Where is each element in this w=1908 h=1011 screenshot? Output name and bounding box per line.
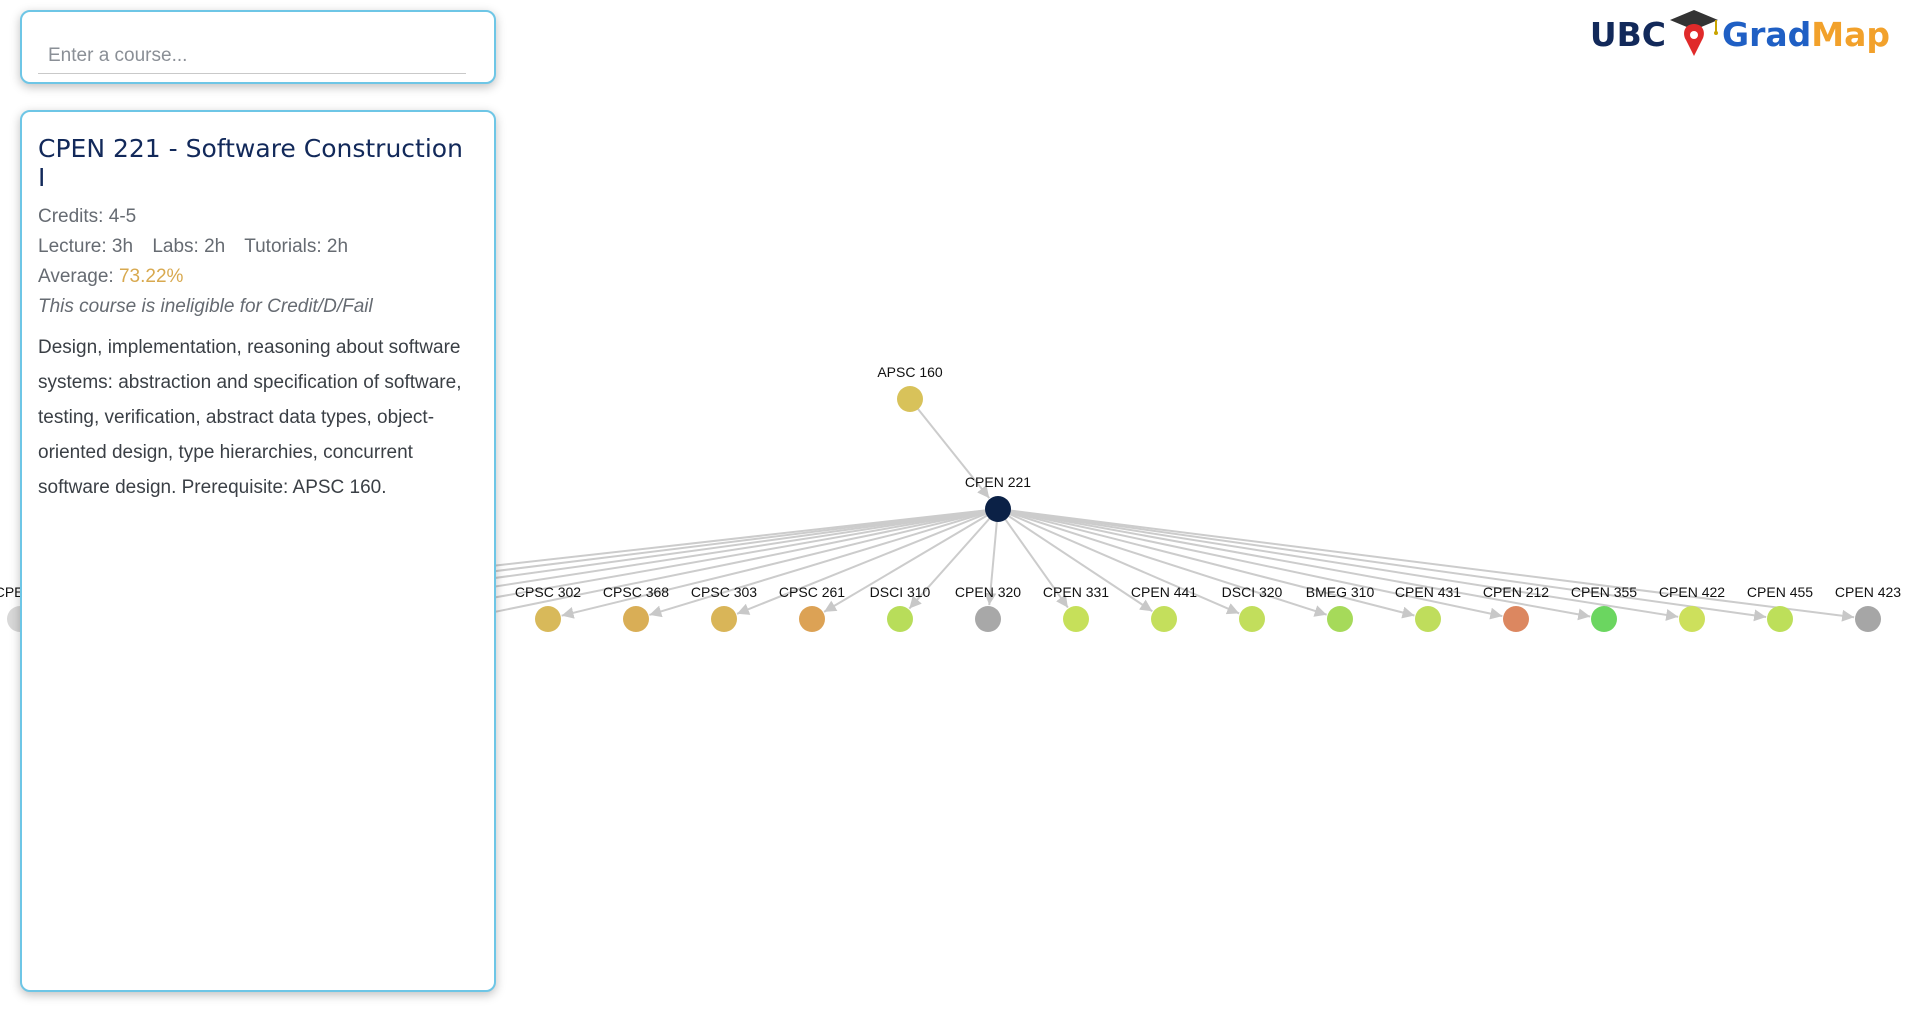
node-cpen-422-circle[interactable] <box>1679 606 1705 632</box>
node-cpsc-261-label: CPSC 261 <box>779 584 845 600</box>
edge-selected-to-cpen-455 <box>997 508 1767 622</box>
course-title: CPEN 221 - Software Construction I <box>38 134 463 192</box>
node-cpen-455-circle[interactable] <box>1767 606 1793 632</box>
node-apsc-160-label: APSC 160 <box>877 364 943 380</box>
node-bmeg-310-circle[interactable] <box>1327 606 1353 632</box>
node-dsci-320[interactable]: DSCI 320 <box>1222 584 1283 632</box>
node-cpsc-261-circle[interactable] <box>799 606 825 632</box>
average-label: Average: <box>38 266 114 287</box>
edge-selected-to-dsci-310 <box>908 508 999 610</box>
node-cpen-431[interactable]: CPEN 431 <box>1395 584 1461 632</box>
graduation-cap-map-pin-icon <box>1670 10 1718 56</box>
node-cpen-441[interactable]: CPEN 441 <box>1131 584 1197 632</box>
node-apsc-160-circle[interactable] <box>897 386 923 412</box>
course-description: Design, implementation, reasoning about … <box>38 337 462 498</box>
node-dsci-310-label: DSCI 310 <box>870 584 931 600</box>
node-cpsc-261[interactable]: CPSC 261 <box>779 584 845 632</box>
node-cpen-331[interactable]: CPEN 331 <box>1043 584 1109 632</box>
node-cpen-431-circle[interactable] <box>1415 606 1441 632</box>
course-average: Average: 73.22% <box>38 262 478 292</box>
credits-label: Credits: <box>38 206 104 227</box>
edge-selected-to-cpen-212 <box>997 508 1503 620</box>
node-apsc-160[interactable]: APSC 160 <box>877 364 943 412</box>
lecture-hours: Lecture: 3h <box>38 236 134 257</box>
node-cpsc-368-circle[interactable] <box>623 606 649 632</box>
node-dsci-320-label: DSCI 320 <box>1222 584 1283 600</box>
edge-selected-to-cpen-422 <box>997 508 1679 621</box>
edge-selected-to-cpen-441 <box>997 508 1153 613</box>
course-hours: Lecture: 3h Labs: 2h Tutorials: 2h <box>38 232 478 262</box>
edge-selected-to-cpsc-368 <box>649 508 999 618</box>
node-cpen-422-label: CPEN 422 <box>1659 584 1725 600</box>
tutorial-hours: Tutorials: 2h <box>244 236 349 257</box>
node-cpen-431-label: CPEN 431 <box>1395 584 1461 600</box>
node-cpsc-368-label: CPSC 368 <box>603 584 669 600</box>
node-cpsc-368[interactable]: CPSC 368 <box>603 584 669 632</box>
edge-selected-to-cpen-331 <box>997 508 1069 609</box>
node-cpsc-302-circle[interactable] <box>535 606 561 632</box>
node-dsci-310[interactable]: DSCI 310 <box>870 584 931 632</box>
credits-value: 4-5 <box>108 206 137 227</box>
node-cpen-355-circle[interactable] <box>1591 606 1617 632</box>
node-selected-course-circle[interactable] <box>985 496 1011 522</box>
node-selected-course-label: CPEN 221 <box>965 474 1031 490</box>
edge-selected-to-cpen-423 <box>997 508 1855 622</box>
logo-text-map: Map <box>1811 14 1890 54</box>
node-cpen-422[interactable]: CPEN 422 <box>1659 584 1725 632</box>
edge-selected-to-dsci-320 <box>997 508 1240 615</box>
credit-fail-note: This course is ineligible for Credit/D/F… <box>38 296 373 317</box>
node-bmeg-310-label: BMEG 310 <box>1306 584 1375 600</box>
edge-selected-to-cpen-355 <box>997 508 1591 621</box>
edge-apsc-160-to-selected <box>909 398 991 499</box>
edge-selected-to-bmeg-310 <box>997 508 1327 617</box>
node-cpen-212-label: CPEN 212 <box>1483 584 1549 600</box>
node-cpsc-302[interactable]: CPSC 302 <box>515 584 581 632</box>
node-cpsc-303[interactable]: CPSC 303 <box>691 584 757 632</box>
edge-selected-to-cpen-431 <box>997 508 1415 619</box>
node-cpen-355[interactable]: CPEN 355 <box>1571 584 1637 632</box>
node-cpsc-303-circle[interactable] <box>711 606 737 632</box>
lab-hours: Labs: 2h <box>152 236 226 257</box>
node-cpen-212-circle[interactable] <box>1503 606 1529 632</box>
logo-text-grad: Grad <box>1722 14 1812 54</box>
course-credits: Credits: 4-5 <box>38 202 478 232</box>
node-cpsc-303-label: CPSC 303 <box>691 584 757 600</box>
node-cpen-441-circle[interactable] <box>1151 606 1177 632</box>
edge-selected-to-cpsc-302 <box>561 508 999 619</box>
node-bmeg-310[interactable]: BMEG 310 <box>1306 584 1375 632</box>
node-cpen-423-label: CPEN 423 <box>1835 584 1901 600</box>
node-dsci-320-circle[interactable] <box>1239 606 1265 632</box>
node-cpen-320-circle[interactable] <box>975 606 1001 632</box>
node-cpen-320-label: CPEN 320 <box>955 584 1021 600</box>
node-dsci-310-circle[interactable] <box>887 606 913 632</box>
edge-selected-to-cpsc-303 <box>736 508 999 615</box>
node-cpen-331-label: CPEN 331 <box>1043 584 1109 600</box>
search-panel <box>20 10 496 84</box>
node-cpen-320[interactable]: CPEN 320 <box>955 584 1021 632</box>
edge-selected-to-cpsc-261 <box>823 508 999 613</box>
node-cpen-212[interactable]: CPEN 212 <box>1483 584 1549 632</box>
node-cpen-441-label: CPEN 441 <box>1131 584 1197 600</box>
edge-selected-to-cpen-320 <box>984 508 999 606</box>
logo-text-ubc: UBC <box>1589 14 1666 54</box>
node-cpsc-302-label: CPSC 302 <box>515 584 581 600</box>
node-cpen-331-circle[interactable] <box>1063 606 1089 632</box>
node-cpen-355-label: CPEN 355 <box>1571 584 1637 600</box>
course-search-input[interactable] <box>38 38 466 74</box>
average-value: 73.22% <box>118 266 184 287</box>
node-cpen-455[interactable]: CPEN 455 <box>1747 584 1813 632</box>
node-cpen-423-circle[interactable] <box>1855 606 1881 632</box>
node-selected-course[interactable]: CPEN 221 <box>965 474 1031 522</box>
node-cpen-455-label: CPEN 455 <box>1747 584 1813 600</box>
node-cpen-423[interactable]: CPEN 423 <box>1835 584 1901 632</box>
course-info-panel: CPEN 221 - Software Construction I Credi… <box>20 110 496 992</box>
edge-selected-to-cpsc-2 <box>473 508 999 620</box>
